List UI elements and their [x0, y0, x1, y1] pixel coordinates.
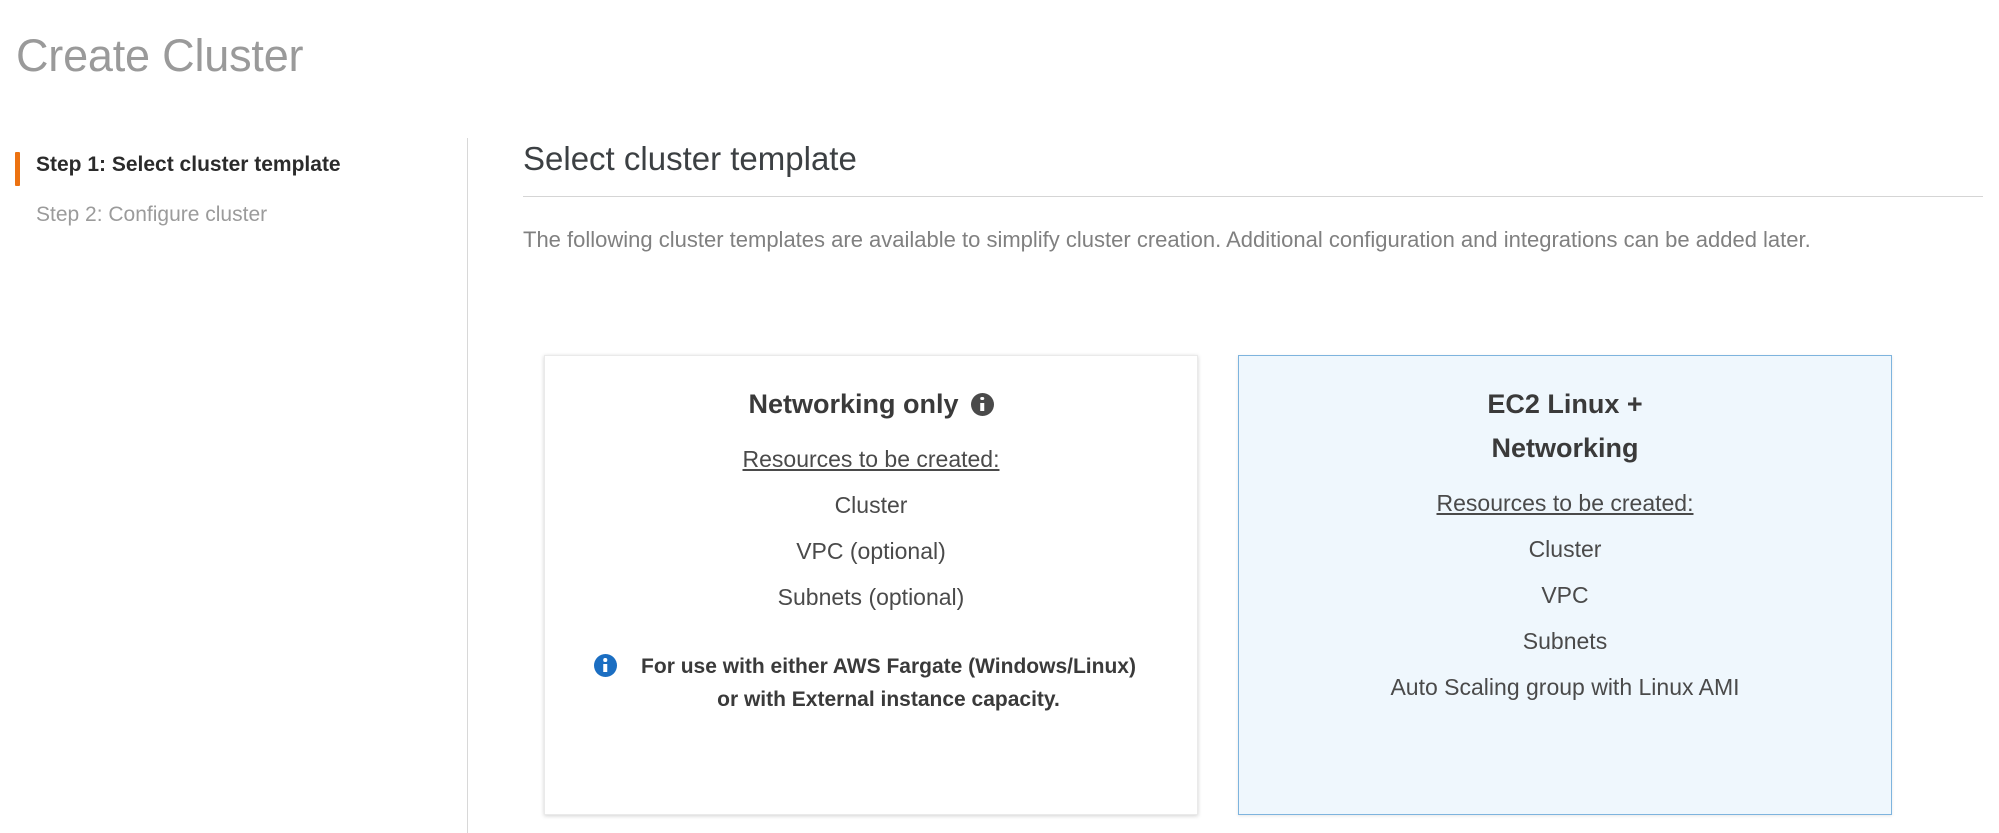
card-title-line-1: EC2 Linux +: [1487, 389, 1643, 419]
resources-label: Resources to be created:: [742, 446, 1000, 472]
sidebar-item-step-2[interactable]: Step 2: Configure cluster: [0, 202, 467, 228]
info-icon: [593, 654, 617, 677]
resource-item: VPC: [1541, 582, 1589, 608]
sidebar-item-step-2-label: Step 2: Configure cluster: [36, 203, 268, 226]
card-title-row: Networking only: [569, 382, 1173, 426]
template-card-ec2-linux-networking[interactable]: EC2 Linux + Networking Resources to be c…: [1238, 355, 1892, 815]
section-description: The following cluster templates are avai…: [523, 227, 1811, 252]
card-note-line-2: or with External instance capacity.: [717, 688, 1060, 711]
card-title: Networking only: [748, 389, 959, 419]
resource-item: Auto Scaling group with Linux AMI: [1390, 674, 1740, 700]
card-title-line-2: Networking: [1491, 433, 1639, 463]
resource-item: Cluster: [1528, 536, 1602, 562]
resource-item: VPC (optional): [796, 538, 946, 564]
main-content: Select cluster template The following cl…: [523, 138, 1983, 259]
card-note-line-1: For use with either AWS Fargate (Windows…: [641, 655, 1136, 678]
wizard-sidebar: Step 1: Select cluster template Step 2: …: [0, 138, 468, 833]
section-divider: [523, 196, 1983, 197]
resource-item: Subnets (optional): [777, 584, 965, 610]
page-title: Create Cluster: [16, 30, 304, 81]
resource-item: Cluster: [834, 492, 908, 518]
template-card-networking-only[interactable]: Networking only Resources to be created:…: [544, 355, 1198, 815]
template-card-list: Networking only Resources to be created:…: [544, 355, 1892, 815]
section-heading: Select cluster template: [523, 140, 857, 177]
sidebar-item-step-1[interactable]: Step 1: Select cluster template: [0, 152, 467, 186]
card-title-row: EC2 Linux + Networking: [1263, 382, 1867, 470]
active-step-marker: [15, 152, 20, 186]
resource-item: Subnets: [1522, 628, 1608, 654]
card-note: For use with either AWS Fargate (Windows…: [569, 650, 1173, 716]
sidebar-item-step-1-label: Step 1: Select cluster template: [36, 153, 341, 176]
info-icon[interactable]: [970, 392, 994, 416]
resources-label: Resources to be created:: [1436, 490, 1694, 516]
card-note-text: For use with either AWS Fargate (Windows…: [629, 650, 1149, 716]
